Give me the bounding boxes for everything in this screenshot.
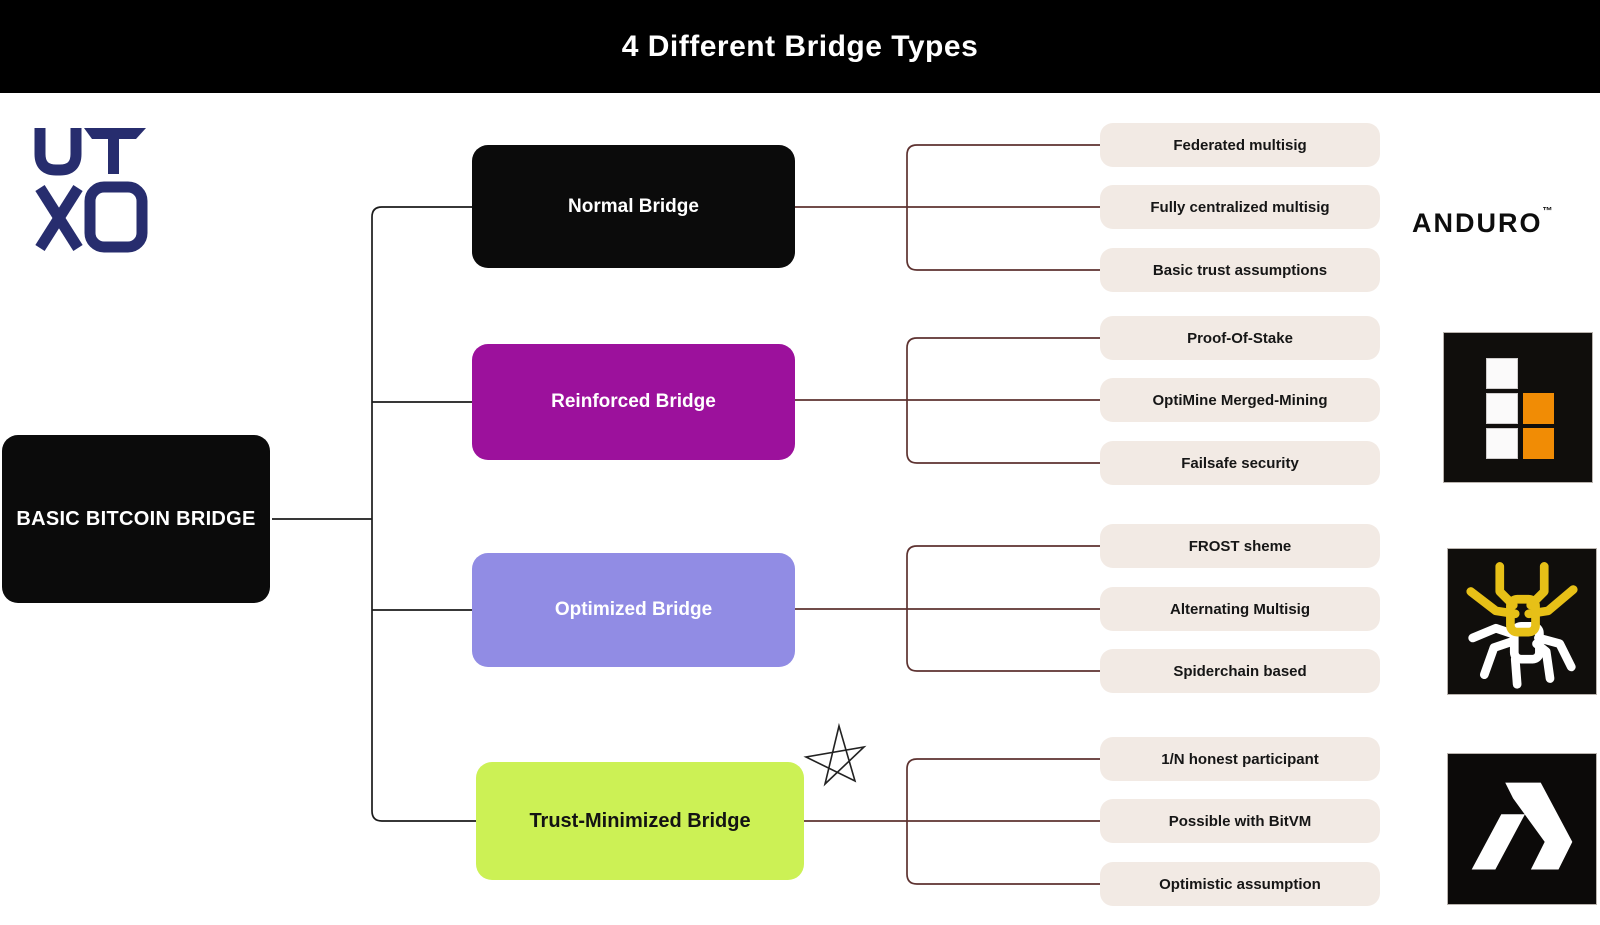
star-doodle-icon xyxy=(803,722,867,787)
feature-label: Basic trust assumptions xyxy=(1100,248,1380,292)
feature-label: Federated multisig xyxy=(1100,123,1380,167)
feature-label: FROST sheme xyxy=(1100,524,1380,568)
bridge-node-label: Trust-Minimized Bridge xyxy=(529,809,751,832)
bridge-node-trust-minimized: Trust-Minimized Bridge xyxy=(476,762,804,880)
block-square-white-icon xyxy=(1486,393,1518,424)
header-bar: 4 Different Bridge Types xyxy=(0,0,1600,93)
utxo-logo xyxy=(26,120,156,260)
utxo-logo-mark xyxy=(34,128,148,253)
anduro-logo-text: ANDURO xyxy=(1412,208,1543,238)
root-node-basic-bitcoin-bridge: BASIC BITCOIN BRIDGE xyxy=(2,435,270,603)
feature-label: Fully centralized multisig xyxy=(1100,185,1380,229)
bridge-node-reinforced: Reinforced Bridge xyxy=(472,344,795,460)
spiderchain-partner-logo xyxy=(1447,548,1597,695)
page-title: 4 Different Bridge Types xyxy=(621,29,979,63)
feature-label: Optimistic assumption xyxy=(1100,862,1380,906)
block-square-white-icon xyxy=(1486,358,1518,389)
anduro-logo: ANDURO™ xyxy=(1412,206,1572,239)
bitvm-partner-logo xyxy=(1447,753,1597,905)
angular-a-icon xyxy=(1471,782,1573,870)
feature-label: Alternating Multisig xyxy=(1100,587,1380,631)
bridge-node-label: Normal Bridge xyxy=(568,195,699,217)
bridge-node-normal: Normal Bridge xyxy=(472,145,795,268)
spider-icon xyxy=(1466,562,1578,689)
feature-label: 1/N honest participant xyxy=(1100,737,1380,781)
block-square-orange-icon xyxy=(1523,393,1554,424)
anduro-trademark: ™ xyxy=(1542,206,1553,217)
block-square-orange-icon xyxy=(1523,428,1554,459)
feature-label: Possible with BitVM xyxy=(1100,799,1380,843)
feature-label: OptiMine Merged-Mining xyxy=(1100,378,1380,422)
bridge-node-label: Reinforced Bridge xyxy=(551,391,716,412)
block-square-white-icon xyxy=(1486,428,1518,459)
bridge-node-optimized: Optimized Bridge xyxy=(472,553,795,667)
feature-label: Failsafe security xyxy=(1100,441,1380,485)
feature-label: Spiderchain based xyxy=(1100,649,1380,693)
bridge-node-label: Optimized Bridge xyxy=(554,599,713,620)
blocks-partner-logo xyxy=(1443,332,1593,483)
root-node-label: BASIC BITCOIN BRIDGE xyxy=(16,507,256,530)
feature-label: Proof-Of-Stake xyxy=(1100,316,1380,360)
